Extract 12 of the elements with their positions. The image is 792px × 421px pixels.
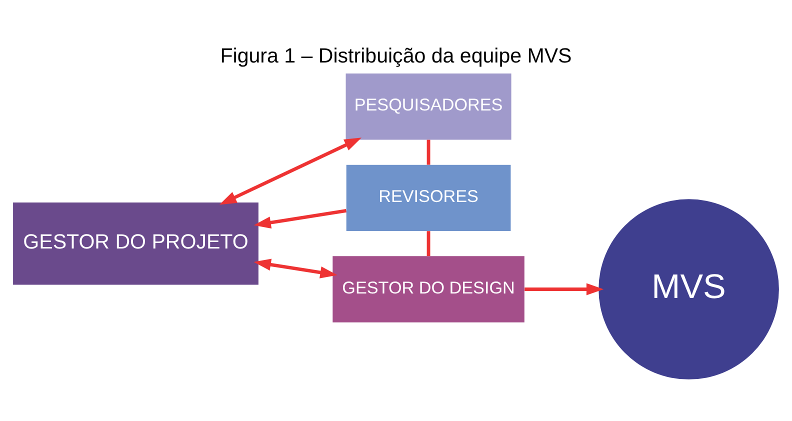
node-circle: MVS	[598, 199, 779, 380]
connector	[426, 140, 430, 165]
node-box: GESTOR DO PROJETO	[13, 202, 258, 285]
arrow	[254, 209, 346, 228]
node-box: PESQUISADORES	[346, 74, 512, 140]
arrow	[219, 138, 362, 205]
arrow	[254, 258, 338, 278]
connector	[426, 231, 430, 256]
diagram-title: Figura 1 – Distribuição da equipe MVS	[220, 44, 572, 68]
node-box: GESTOR DO DESIGN	[332, 256, 524, 322]
node-box: REVISORES	[346, 164, 511, 232]
arrow	[524, 283, 604, 296]
